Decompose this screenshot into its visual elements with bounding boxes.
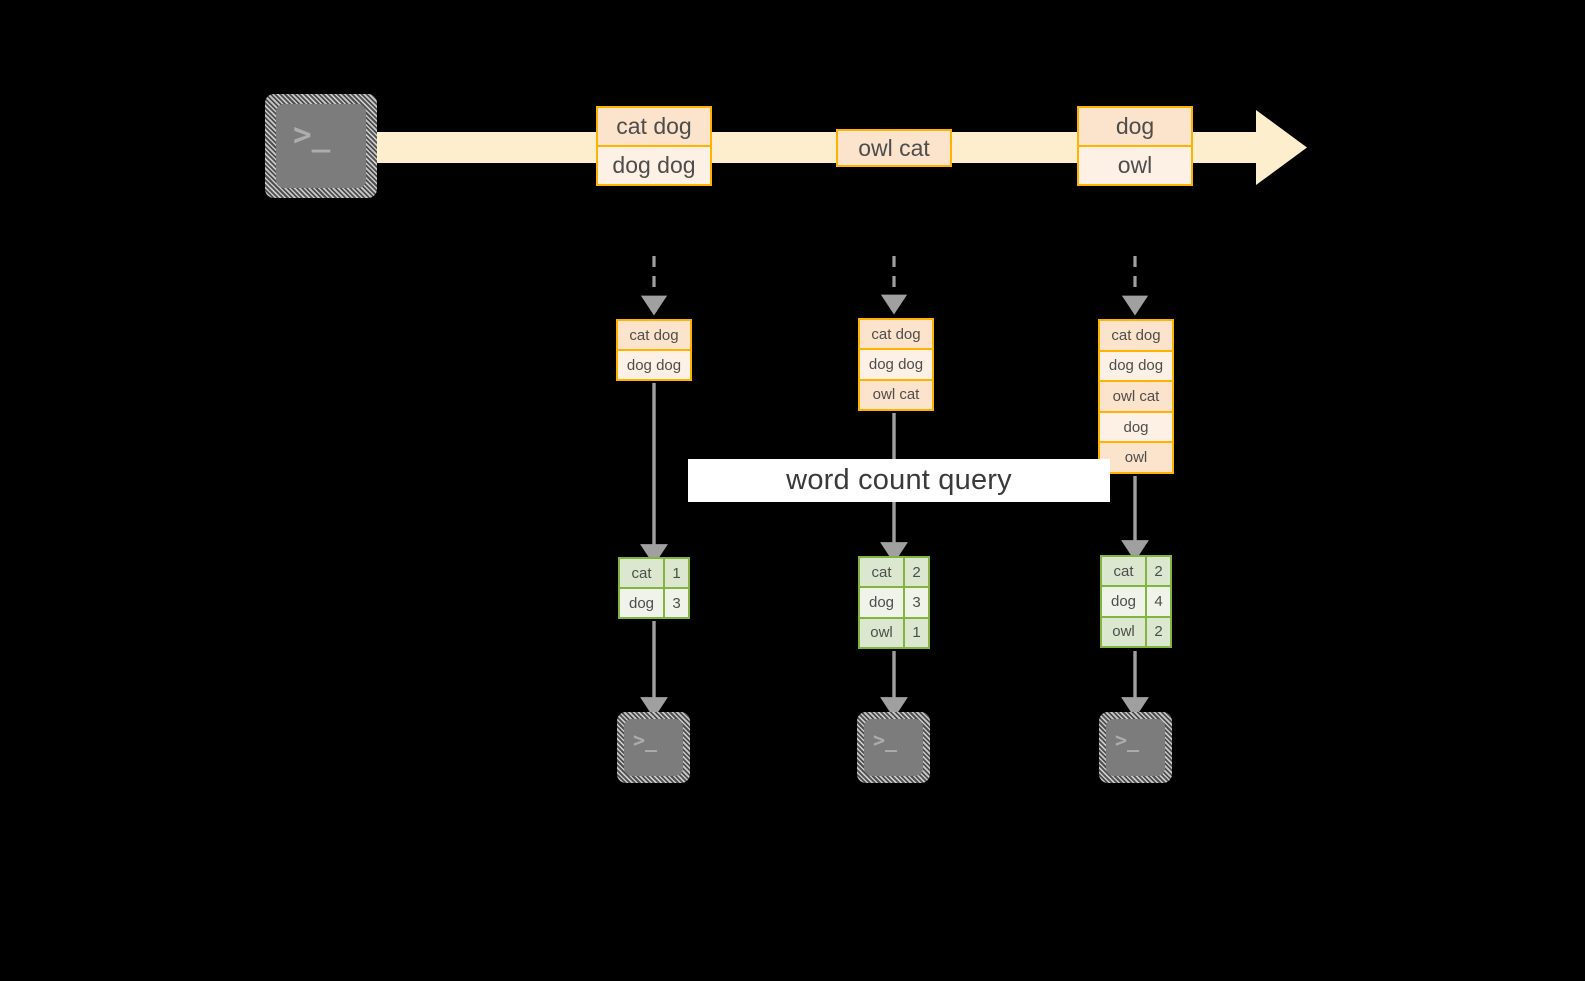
table-row: dog 4 — [1102, 587, 1170, 618]
terminal-body — [1106, 719, 1165, 776]
table-cell-word: owl — [860, 618, 905, 647]
terminal-body — [624, 719, 683, 776]
record-line: cat dog — [1100, 321, 1172, 352]
record-line: owl cat — [860, 380, 932, 409]
snapshot-1-consumer-terminal-icon[interactable]: >_ — [617, 712, 690, 783]
record-line: cat dog — [598, 108, 710, 147]
terminal-prompt-glyph: >_ — [633, 728, 658, 752]
stream-tap-arrows — [640, 256, 1149, 316]
record-line: dog — [1079, 108, 1191, 147]
snapshot-3-consumer-terminal-icon[interactable]: >_ — [1099, 712, 1172, 783]
query-label: word count query — [688, 459, 1110, 502]
terminal-prompt-glyph: >_ — [1115, 728, 1140, 752]
snapshot-2-consumer-terminal-icon[interactable]: >_ — [857, 712, 930, 783]
stream-record-1[interactable]: cat dog dog dog — [596, 106, 712, 186]
record-line: dog dog — [860, 350, 932, 381]
table-cell-word: cat — [620, 559, 665, 587]
table-cell-count: 1 — [665, 559, 688, 587]
record-line: cat dog — [618, 321, 690, 351]
table-cell-count: 3 — [665, 589, 688, 617]
record-line: dog dog — [1100, 351, 1172, 383]
table-row: cat 2 — [860, 558, 928, 589]
terminal-body — [864, 719, 923, 776]
snapshot-1-result-table[interactable]: cat 1 dog 3 — [618, 557, 690, 619]
snapshot-2-result-table[interactable]: cat 2 dog 3 owl 1 — [858, 556, 930, 649]
table-cell-word: dog — [620, 589, 665, 617]
producer-terminal-icon[interactable]: >_ — [265, 94, 377, 198]
snapshot-3-result-table[interactable]: cat 2 dog 4 owl 2 — [1100, 555, 1172, 648]
record-line: owl cat — [838, 131, 950, 165]
record-line: owl — [1100, 443, 1172, 472]
snapshot-3-input-box[interactable]: cat dog dog dog owl cat dog owl — [1098, 319, 1174, 474]
record-line: dog dog — [598, 147, 710, 184]
table-cell-word: cat — [860, 558, 905, 587]
terminal-body — [276, 104, 366, 188]
record-line: dog dog — [618, 351, 690, 379]
record-line: owl cat — [1100, 382, 1172, 413]
table-cell-count: 4 — [1147, 587, 1170, 616]
table-cell-count: 2 — [1147, 557, 1170, 586]
stream-record-3[interactable]: dog owl — [1077, 106, 1193, 186]
table-cell-word: owl — [1102, 617, 1147, 646]
table-cell-word: dog — [1102, 587, 1147, 616]
record-line: cat dog — [860, 320, 932, 351]
record-line: dog — [1100, 412, 1172, 444]
table-row: owl 2 — [1102, 617, 1170, 646]
table-row: owl 1 — [860, 618, 928, 647]
terminal-prompt-glyph: >_ — [873, 728, 898, 752]
table-row: dog 3 — [620, 589, 688, 617]
table-cell-count: 1 — [905, 618, 928, 647]
terminal-prompt-glyph: >_ — [293, 117, 331, 153]
stream-record-2[interactable]: owl cat — [836, 129, 952, 167]
table-cell-count: 2 — [905, 558, 928, 587]
table-row: cat 1 — [620, 559, 688, 589]
snapshot-1-input-box[interactable]: cat dog dog dog — [616, 319, 692, 381]
table-cell-count: 2 — [1147, 617, 1170, 646]
snapshot-2-input-box[interactable]: cat dog dog dog owl cat — [858, 318, 934, 411]
table-row: cat 2 — [1102, 557, 1170, 588]
table-row: dog 3 — [860, 588, 928, 619]
table-cell-word: cat — [1102, 557, 1147, 586]
record-line: owl — [1079, 147, 1191, 184]
table-cell-word: dog — [860, 588, 905, 617]
table-cell-count: 3 — [905, 588, 928, 617]
